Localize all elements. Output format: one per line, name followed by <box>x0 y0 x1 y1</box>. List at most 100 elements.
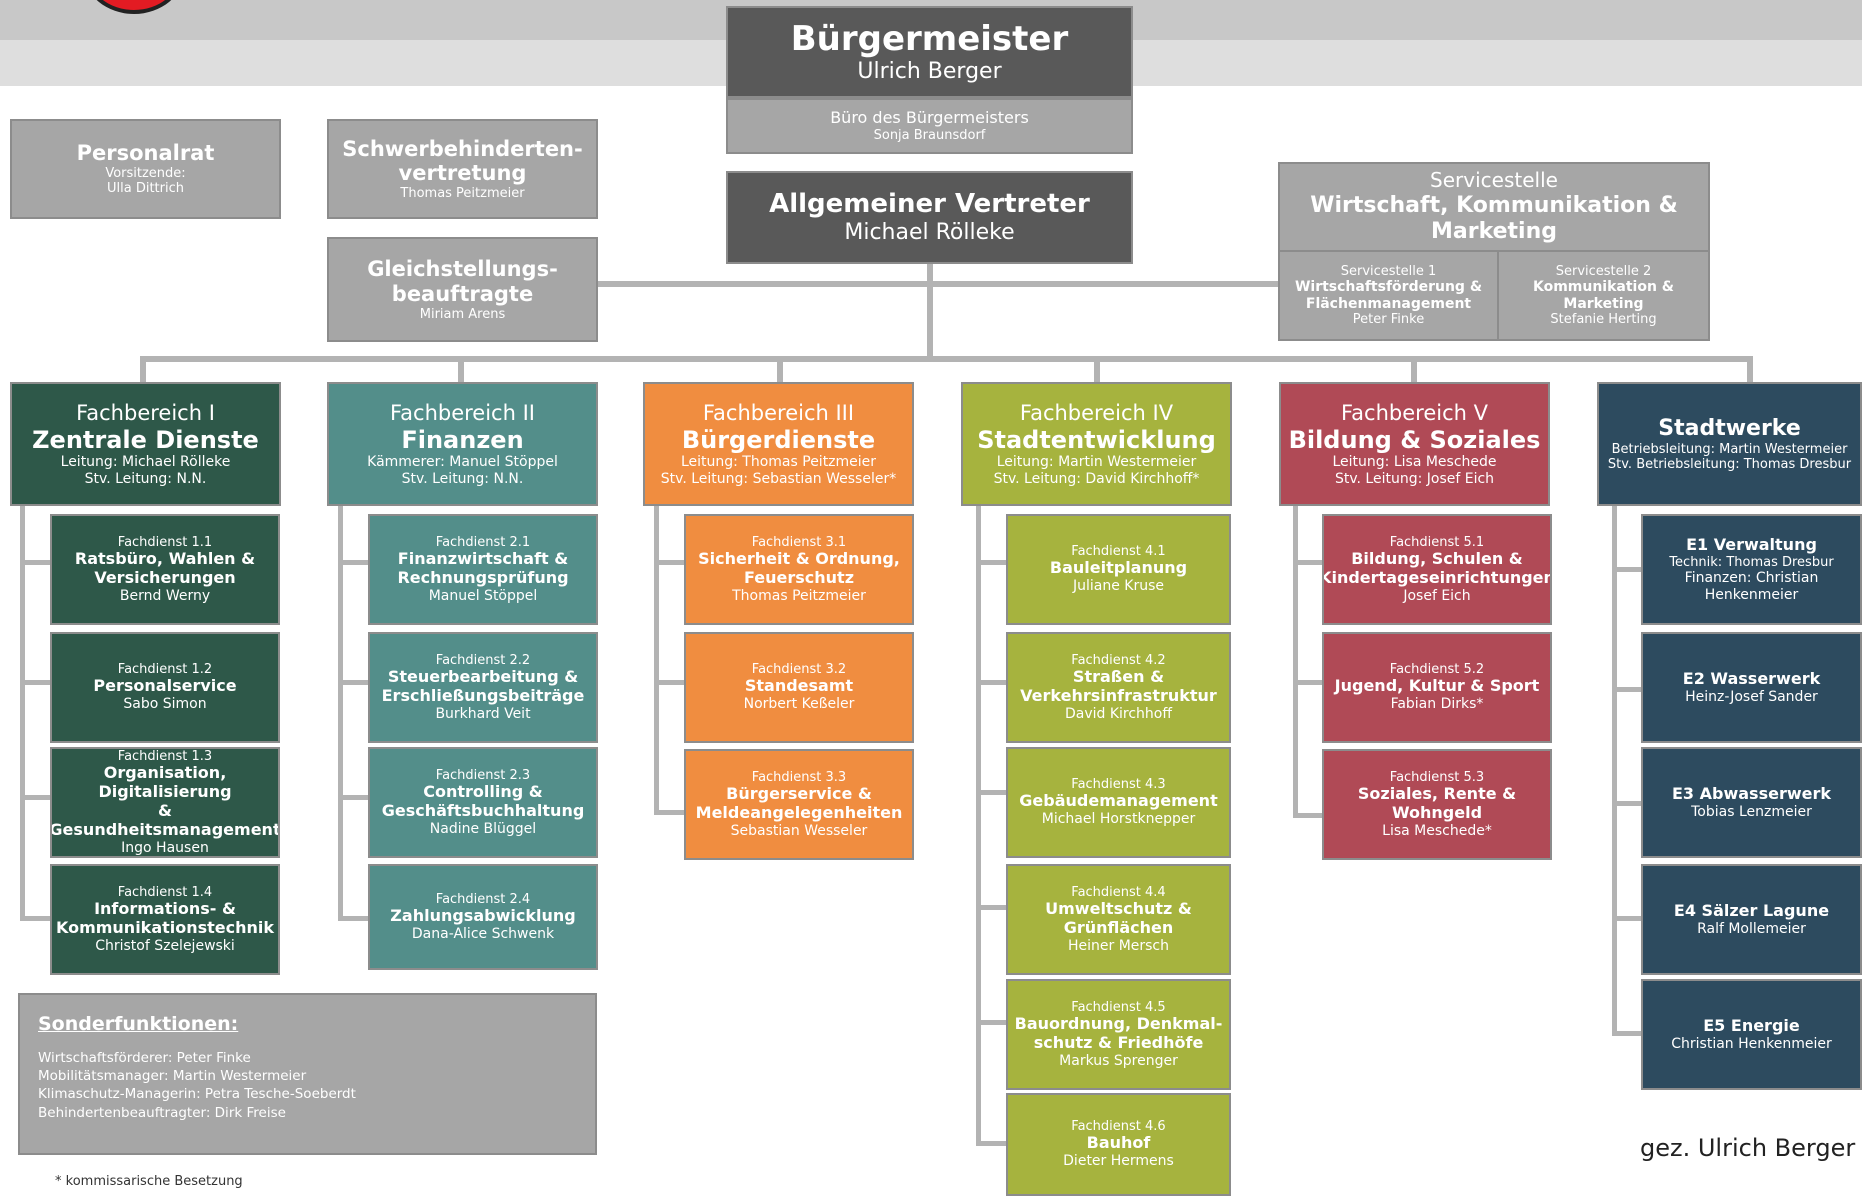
department-title: Stadtentwicklung <box>977 425 1216 454</box>
department-label: Fachbereich II <box>390 400 535 425</box>
schwerbehindert-title-1: Schwerbehinderten- <box>342 136 583 161</box>
service-title: Bauhof <box>1086 1133 1151 1153</box>
department-label: Fachbereich IV <box>1019 400 1174 425</box>
tree-branch <box>1612 567 1642 572</box>
service-name: Michael Horstknepper <box>1041 811 1196 828</box>
service-label: Fachdienst 4.1 <box>1071 544 1166 560</box>
tree-branch <box>976 1141 1006 1146</box>
special-function-row: Behindertenbeauftragter: Dirk Freise <box>38 1104 286 1121</box>
department-deputy: Stv. Leitung: Sebastian Wesseler* <box>660 470 897 487</box>
service-title-2: Rechnungsprüfung <box>397 567 569 587</box>
service-label: Fachdienst 1.4 <box>117 884 213 900</box>
service-label: Fachdienst 5.2 <box>1389 662 1485 678</box>
department-title: Stadtwerke <box>1658 415 1801 441</box>
service-title: Sicherheit & Ordnung, <box>698 549 900 569</box>
service-name: Juliane Kruse <box>1072 578 1164 595</box>
service-title: Informations- & <box>94 899 236 919</box>
mayor-office-name: Sonja Braunsdorf <box>873 127 986 143</box>
special-functions-title: Sonderfunktionen: <box>38 1013 239 1035</box>
tree-line-1 <box>20 506 25 921</box>
service-title: Standesamt <box>744 676 854 696</box>
connector-dept-4 <box>1094 356 1100 384</box>
service-label: Fachdienst 2.3 <box>435 767 531 783</box>
connector-dept-2 <box>458 356 464 384</box>
tree-branch <box>1293 560 1323 565</box>
service-title-2: Kindertageseinrichtungen <box>1322 567 1552 587</box>
gleichstellung-title-2: beauftragte <box>391 281 534 306</box>
tree-branch <box>20 560 50 565</box>
department-title: Zentrale Dienste <box>32 425 259 454</box>
tree-line-4 <box>976 506 981 1146</box>
mayor-title: Bürgermeister <box>790 18 1069 59</box>
department-lead: Leitung: Lisa Meschede <box>1332 454 1497 471</box>
service-name: Finanzen: Christian Henkenmeier <box>1684 570 1819 603</box>
service-name: Heinz-Josef Sander <box>1685 688 1818 705</box>
servicestelle-2-title-1: Kommunikation & <box>1532 278 1675 295</box>
service-title: Straßen & <box>1072 667 1165 687</box>
tree-branch <box>338 795 368 800</box>
servicestelle-1-box: Servicestelle 1 Wirtschaftsförderung & F… <box>1278 250 1499 341</box>
service-name: Christof Szelejewski <box>95 937 235 954</box>
tree-branch <box>976 1020 1006 1025</box>
service-name: Nadine Blüggel <box>429 820 537 837</box>
tree-branch <box>338 560 368 565</box>
signature: gez. Ulrich Berger <box>1640 1134 1856 1162</box>
service-label: Fachdienst 2.4 <box>435 891 531 907</box>
deputy-title: Allgemeiner Vertreter <box>769 189 1090 220</box>
connector-main-vertical <box>927 264 933 360</box>
personalrat-name: Ulla Dittrich <box>107 181 184 197</box>
tree-branch <box>1612 916 1642 921</box>
service-title-2: Meldeangelegenheiten <box>695 802 903 822</box>
tree-branch <box>338 680 368 685</box>
servicestelle-2-name: Stefanie Herting <box>1550 312 1657 328</box>
service-label: Fachdienst 4.2 <box>1071 652 1166 668</box>
service-label: Fachdienst 3.3 <box>751 769 847 785</box>
servicestelle-1-title-1: Wirtschaftsförderung & <box>1294 278 1483 295</box>
tree-branch <box>1293 813 1323 818</box>
connector-dept-3 <box>777 356 783 384</box>
deputy-name: Michael Rölleke <box>844 219 1015 245</box>
department-lead: Leitung: Martin Westermeier <box>996 454 1197 471</box>
service-title-2: Kommunikationstechnik <box>55 917 275 937</box>
tree-branch <box>20 680 50 685</box>
service-name: Dana-Alice Schwenk <box>411 925 555 942</box>
special-function-row: Mobilitätsmanager: Martin Westermeier <box>38 1068 307 1085</box>
service-name: Dieter Hermens <box>1063 1153 1174 1170</box>
servicestelle-1-name: Peter Finke <box>1352 312 1425 328</box>
gleichstellung-title-1: Gleichstellungs- <box>367 257 558 282</box>
department-label: Fachbereich V <box>1341 400 1488 425</box>
service-title: Bildung, Schulen & <box>1351 549 1523 569</box>
department-deputy: Stv. Betriebsleitung: Thomas Dresbur <box>1607 456 1852 472</box>
service-name: Fabian Dirks* <box>1390 696 1484 713</box>
personalrat-title: Personalrat <box>76 141 215 166</box>
department-lead: Leitung: Michael Rölleke <box>60 454 231 471</box>
department-deputy: Stv. Leitung: N.N. <box>401 470 524 487</box>
service-name: Ralf Mollemeier <box>1697 920 1806 937</box>
connector-staff-horizontal <box>597 281 1279 287</box>
service-title-2: & Gesundheitsmanagement <box>50 800 280 839</box>
service-label: Fachdienst 1.1 <box>117 534 213 550</box>
service-title: Soziales, Rente & <box>1357 784 1517 804</box>
service-title: Organisation, Digitalisierung <box>98 763 232 802</box>
service-title-2: Erschließungsbeiträge <box>381 685 585 705</box>
tree-line-2 <box>338 506 343 921</box>
mayor-name: Ulrich Berger <box>857 59 1002 85</box>
schwerbehindert-title-2: vertretung <box>398 161 527 186</box>
service-name: Sebastian Wesseler <box>730 822 868 839</box>
department-label: Fachbereich III <box>702 400 855 425</box>
department-title: Bildung & Soziales <box>1288 425 1541 454</box>
department-deputy: Stv. Leitung: Josef Eich <box>1334 470 1495 487</box>
